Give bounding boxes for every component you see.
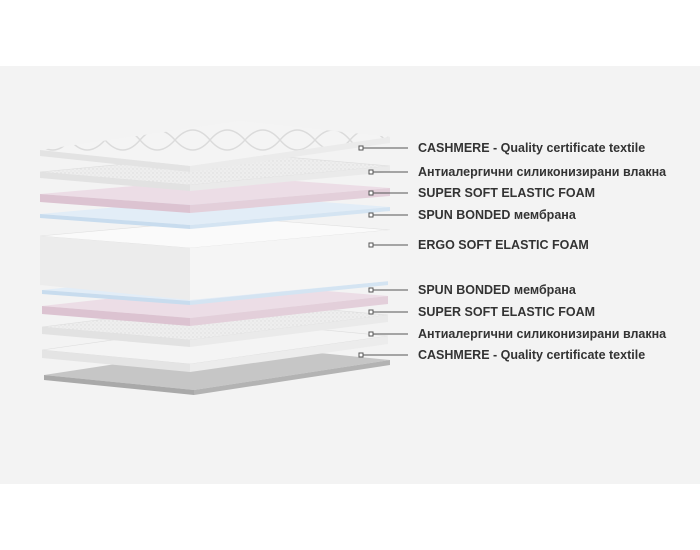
label-top-fiber: Антиалергични силиконизирани влакна — [418, 165, 667, 179]
leader-lines — [358, 145, 408, 358]
label-bottom-super-soft-foam: SUPER SOFT ELASTIC FOAM — [418, 305, 596, 319]
label-bottom-spun-bonded: SPUN BONDED мембрана — [418, 283, 576, 297]
layer-ergo-core — [39, 217, 391, 300]
label-bottom-cashmere: CASHMERE - Quality certificate textile — [418, 348, 646, 362]
layer-top-cashmere-quilted — [40, 121, 390, 172]
label-top-cashmere: CASHMERE - Quality certificate textile — [418, 141, 646, 155]
label-top-spun-bonded: SPUN BONDED мембрана — [418, 208, 576, 222]
label-top-super-soft-foam: SUPER SOFT ELASTIC FOAM — [418, 186, 596, 200]
layer-top-pink-foam — [40, 177, 390, 213]
label-ergo-core: ERGO SOFT ELASTIC FOAM — [418, 238, 589, 252]
label-bottom-fiber: Антиалергични силиконизирани влакна — [418, 327, 667, 341]
